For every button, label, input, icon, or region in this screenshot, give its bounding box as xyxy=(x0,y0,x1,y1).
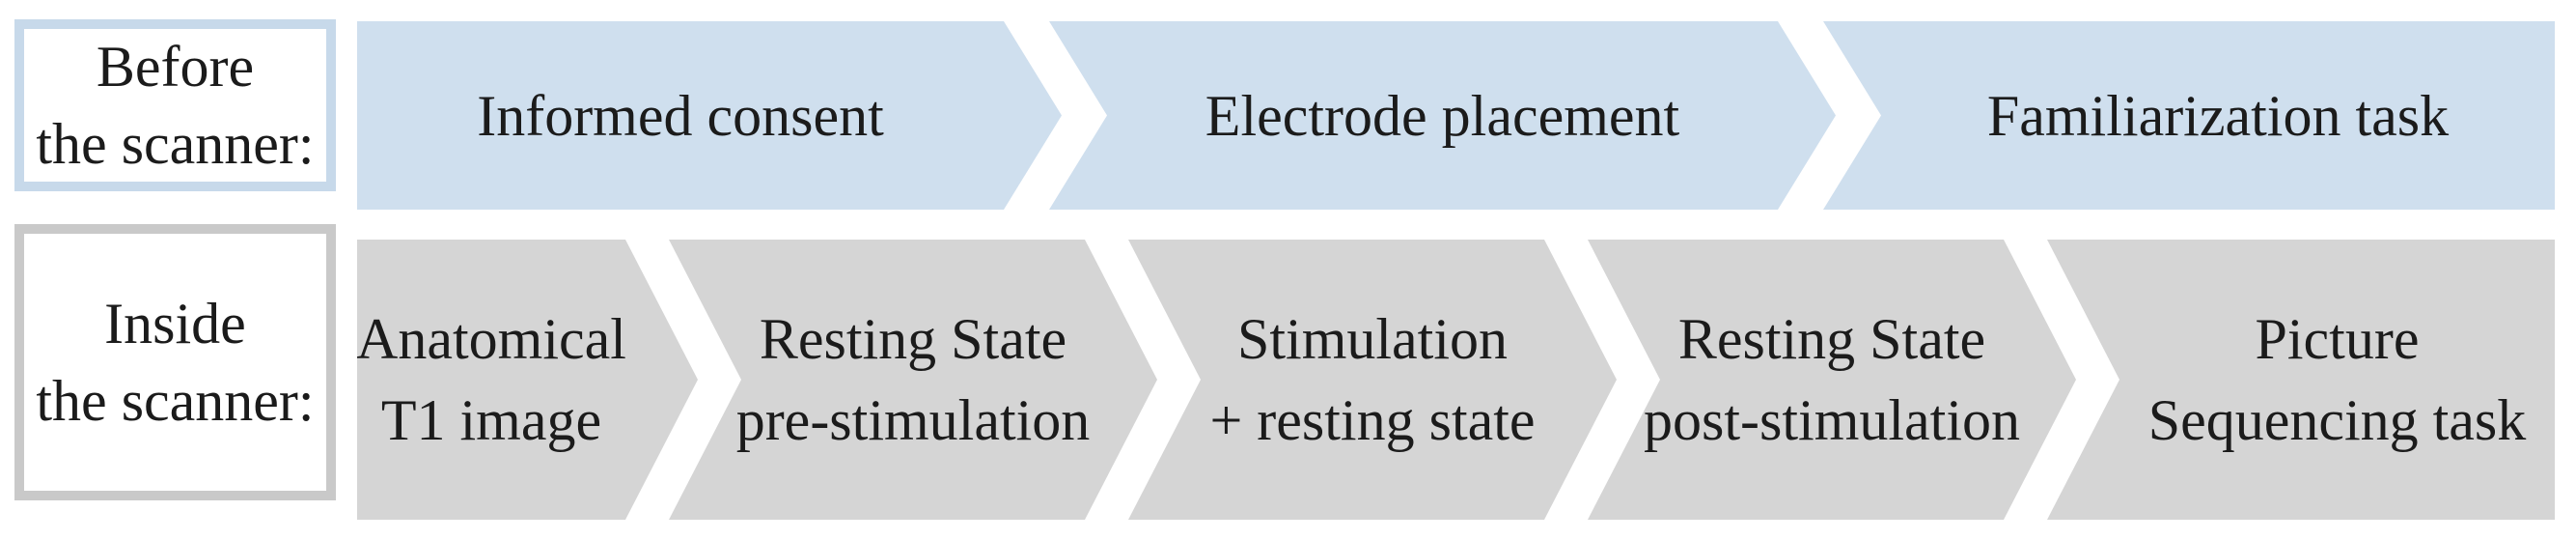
step-resting-state-post-stimulation: Resting State post-stimulation xyxy=(1588,240,2076,520)
step-label: Picture xyxy=(2255,307,2420,371)
step-label: Informed consent xyxy=(477,83,884,148)
step-label: Sequencing task xyxy=(2147,388,2527,452)
label-box-before-scanner: Before the scanner: xyxy=(14,19,336,191)
step-label: Anatomical xyxy=(356,307,626,371)
step-label: Stimulation xyxy=(1236,307,1509,371)
step-label: T1 image xyxy=(380,388,602,452)
label-line: Inside xyxy=(104,292,246,355)
step-informed-consent: Informed consent xyxy=(357,21,1062,210)
label-line: Before xyxy=(96,35,255,99)
step-label: Resting State xyxy=(1677,307,1986,371)
step-label: Familiarization task xyxy=(1986,83,2450,148)
step-label: Resting State xyxy=(759,307,1067,371)
label-line: the scanner: xyxy=(36,369,315,433)
step-label: Electrode placement xyxy=(1205,83,1680,148)
step-electrode-placement: Electrode placement xyxy=(1049,21,1836,210)
label-line: the scanner: xyxy=(36,112,315,176)
step-picture-sequencing-task: Picture Sequencing task xyxy=(2047,240,2555,520)
step-label: post-stimulation xyxy=(1644,388,2020,452)
step-resting-state-pre-stimulation: Resting State pre-stimulation xyxy=(669,240,1157,520)
step-label: pre-stimulation xyxy=(735,388,1091,452)
label-box-inside-scanner: Inside the scanner: xyxy=(14,224,336,500)
step-anatomical-t1-image: Anatomical T1 image xyxy=(357,240,698,520)
step-label: + resting state xyxy=(1209,388,1536,452)
step-stimulation-resting-state: Stimulation + resting state xyxy=(1128,240,1617,520)
step-familiarization-task: Familiarization task xyxy=(1823,21,2555,210)
